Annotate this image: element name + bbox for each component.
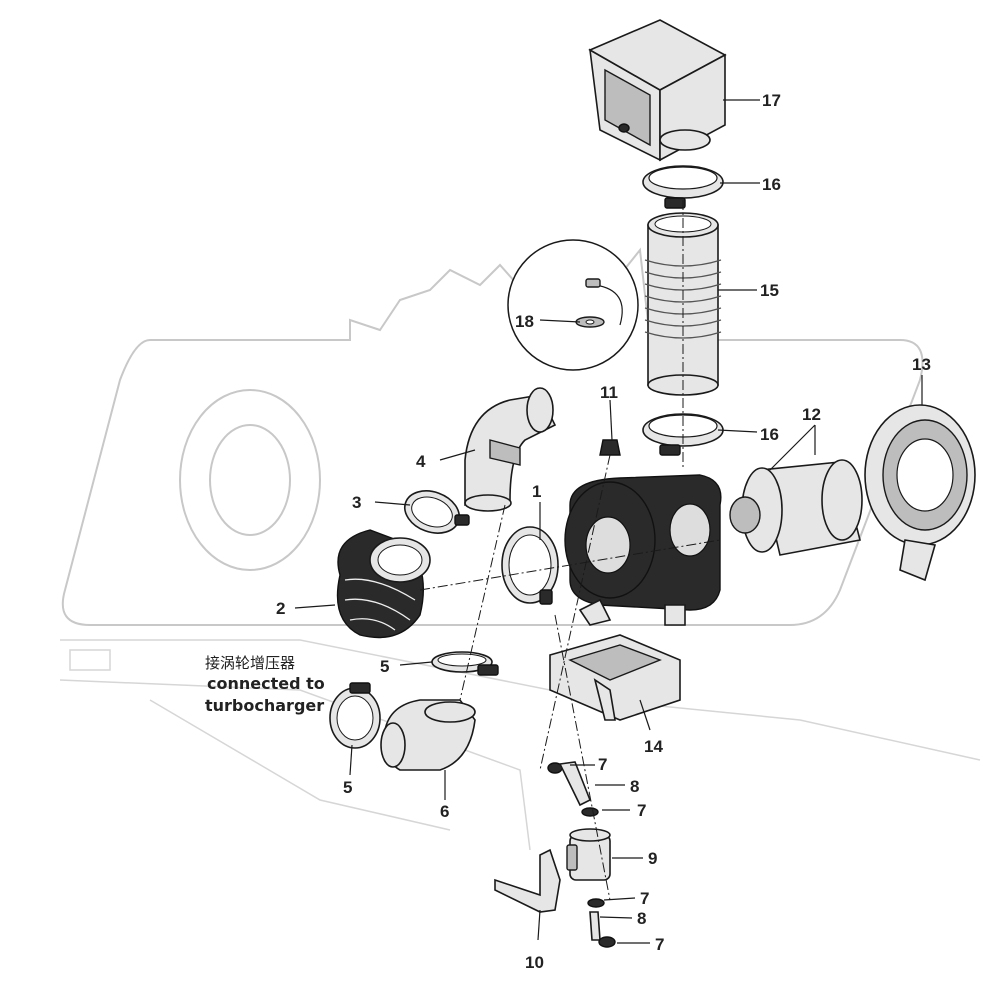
- clamp-1: [501, 526, 559, 605]
- mounting-bracket: [549, 634, 681, 721]
- callout-8-b: 8: [637, 909, 646, 928]
- elbow-pipe: [464, 387, 557, 512]
- callout-11: 11: [600, 383, 618, 402]
- callout-7-c: 7: [640, 889, 649, 908]
- chassis-frame-outline: [59, 639, 981, 851]
- callout-3: 3: [352, 493, 361, 512]
- clamp-5-lower: [329, 682, 381, 749]
- detail-circle-sensor: [507, 239, 639, 371]
- callout-5-upper: 5: [380, 657, 389, 676]
- callout-16-upper: 16: [762, 175, 781, 194]
- callout-10: 10: [525, 953, 544, 972]
- callout-14: 14: [644, 737, 663, 756]
- callout-7-a: 7: [598, 755, 607, 774]
- callout-16-lower: 16: [760, 425, 779, 444]
- callout-7-b: 7: [637, 801, 646, 820]
- filter-cartridge: [729, 459, 863, 556]
- clamp-3: [404, 490, 470, 534]
- callout-9: 9: [648, 849, 657, 868]
- callout-17: 17: [762, 91, 781, 110]
- callout-13: 13: [912, 355, 931, 374]
- service-indicator: [599, 439, 621, 456]
- callout-6: 6: [440, 802, 449, 821]
- turbocharger-note: 接涡轮增压器 connected to turbocharger: [205, 654, 325, 715]
- intake-screen-cap: [336, 529, 431, 639]
- callout-1: 1: [532, 482, 541, 501]
- callout-7-d: 7: [655, 935, 664, 954]
- callout-5-lower: 5: [343, 778, 352, 797]
- callout-2: 2: [276, 599, 285, 618]
- clamp-5-upper: [431, 651, 499, 676]
- note-line-2: turbocharger: [205, 696, 324, 715]
- note-chinese: 接涡轮增压器: [205, 654, 295, 672]
- assembly-centerlines: [419, 200, 721, 901]
- leader-lines: [294, 99, 923, 944]
- rain-cap: [588, 19, 727, 162]
- rubber-elbow: [380, 699, 476, 771]
- drain-valve-assembly: [547, 761, 616, 948]
- note-line-1: connected to: [207, 674, 325, 693]
- callout-labels: 17 16 15 18 11 16 12 13 4 1 3 2 5 5 6 14…: [276, 91, 931, 972]
- upper-clamp: [642, 165, 724, 209]
- callout-4: 4: [416, 452, 426, 471]
- end-cover: [864, 404, 976, 582]
- callout-15: 15: [760, 281, 779, 300]
- small-bracket: [494, 848, 561, 913]
- air-filter-housing: [564, 474, 722, 626]
- callout-12: 12: [802, 405, 821, 424]
- callout-18: 18: [515, 312, 534, 331]
- callout-8-a: 8: [630, 777, 639, 796]
